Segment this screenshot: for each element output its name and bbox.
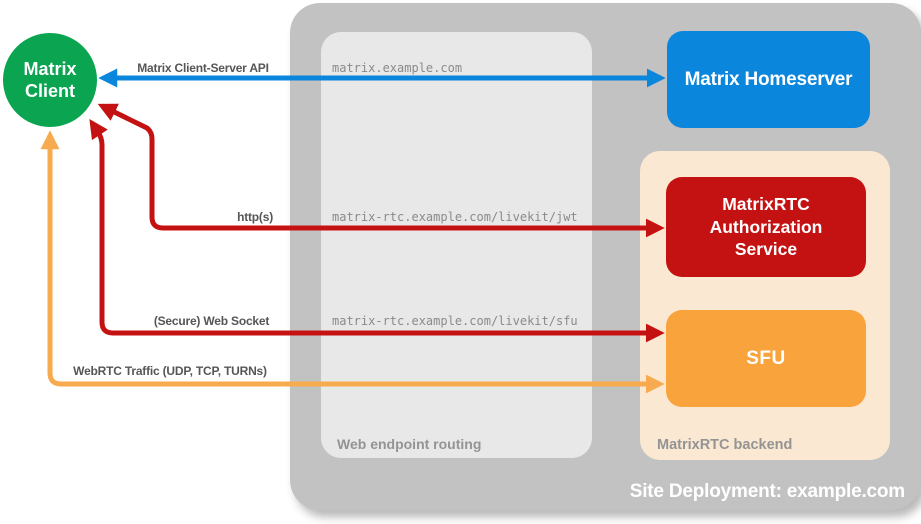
matrix-homeserver-label: Matrix Homeserver bbox=[684, 68, 853, 90]
edge-label-web-socket: (Secure) Web Socket bbox=[153, 314, 270, 328]
matrixrtc-authorization-service-node: MatrixRTC Authorization Service bbox=[666, 177, 866, 277]
endpoint-url-livekit-jwt: matrix-rtc.example.com/livekit/jwt bbox=[332, 210, 578, 224]
edge-label-https: http(s) bbox=[237, 210, 273, 224]
web-endpoint-routing-container bbox=[321, 32, 592, 458]
endpoint-url-livekit-sfu: matrix-rtc.example.com/livekit/sfu bbox=[332, 314, 578, 328]
edge-label-webrtc: WebRTC Traffic (UDP, TCP, TURNs) bbox=[73, 364, 267, 378]
sfu-label: SFU bbox=[746, 347, 786, 369]
matrix-client-node: Matrix Client bbox=[3, 33, 97, 127]
endpoint-url-homeserver: matrix.example.com bbox=[332, 61, 463, 75]
matrixrtc-authorization-service-label: MatrixRTC Authorization Service bbox=[709, 193, 823, 260]
matrix-client-label: Matrix Client bbox=[23, 58, 77, 102]
edge-label-client-server-api: Matrix Client-Server API bbox=[137, 61, 269, 75]
matrix-homeserver-node: Matrix Homeserver bbox=[667, 31, 870, 128]
sfu-node: SFU bbox=[666, 310, 866, 407]
